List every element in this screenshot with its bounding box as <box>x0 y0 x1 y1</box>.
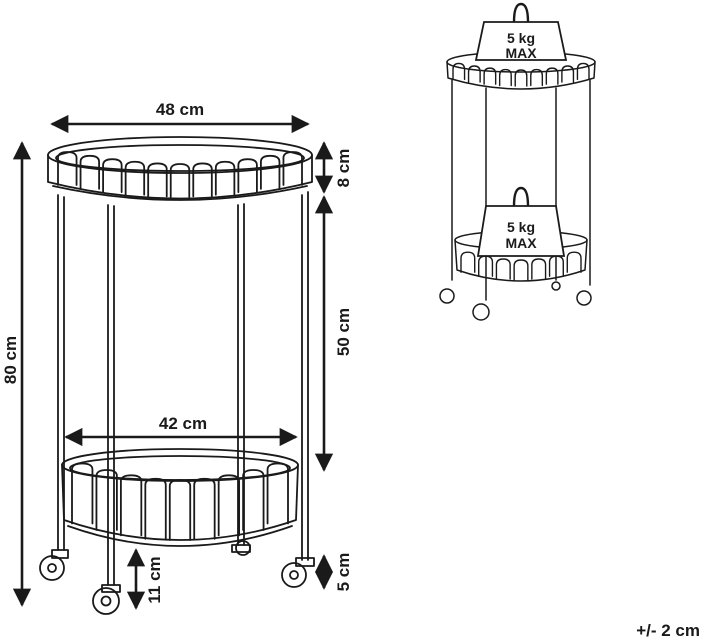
arch-pattern-segment <box>498 68 512 87</box>
arch-pattern-segment <box>282 151 303 186</box>
weight-top-max: MAX <box>505 45 537 61</box>
arch-pattern-segment <box>124 160 146 196</box>
load-caster-left <box>439 288 455 304</box>
weight-top-amount: 5 kg <box>507 30 535 46</box>
label-total-height: 80 cm <box>1 336 20 384</box>
caster-back <box>231 540 251 556</box>
weight-bottom-amount: 5 kg <box>507 219 535 235</box>
dimension-lines <box>12 114 334 610</box>
arch-pattern-segment <box>57 151 78 186</box>
bottom-tray-arches <box>71 462 289 541</box>
arch-pattern-segment <box>119 474 143 537</box>
load-top-arches <box>452 62 590 87</box>
arch-pattern-segment <box>95 469 118 531</box>
arch-pattern-segment <box>102 158 123 194</box>
load-caster-right <box>576 290 592 306</box>
load-top-tray-side <box>446 61 596 90</box>
arch-pattern-segment <box>217 474 241 537</box>
weight-bottom-max: MAX <box>505 235 537 251</box>
arch-pattern-segment <box>460 251 476 273</box>
arch-pattern-segment <box>531 258 547 280</box>
load-bottom-tray-side <box>454 239 588 282</box>
load-caster-middle <box>472 303 490 321</box>
caster-front-left <box>39 549 69 581</box>
arch-pattern-segment <box>192 162 213 198</box>
label-wheel-height: 5 cm <box>334 553 353 592</box>
arch-pattern-segment <box>266 462 289 525</box>
caster-right <box>281 557 315 588</box>
load-cart-drawing <box>439 51 596 321</box>
label-rim-height: 8 cm <box>334 149 353 188</box>
label-top-width: 48 cm <box>156 100 204 119</box>
arch-pattern-segment <box>169 163 191 198</box>
arch-pattern-segment <box>514 69 528 87</box>
top-tray-arches <box>57 151 303 198</box>
arch-pattern-segment <box>452 62 466 81</box>
arch-pattern-segment <box>168 479 192 541</box>
top-tray-rim <box>47 136 313 174</box>
arch-pattern-segment <box>467 65 481 83</box>
arch-pattern-segment <box>530 68 544 87</box>
load-bottom-arches <box>460 251 582 281</box>
caster-front-middle <box>92 584 121 615</box>
top-tray-base <box>52 185 308 201</box>
arch-pattern-segment <box>483 67 497 85</box>
top-tray-side <box>47 154 313 200</box>
label-bottom-width: 42 cm <box>159 414 207 433</box>
weight-icon-bottom <box>476 186 566 257</box>
arch-pattern-segment <box>513 259 529 281</box>
arch-pattern-segment <box>260 154 281 190</box>
arch-pattern-segment <box>495 258 511 280</box>
bottom-tray-base <box>67 525 293 547</box>
arch-pattern-segment <box>193 477 216 540</box>
tolerance-note: +/- 2 cm <box>636 621 700 640</box>
arch-pattern-segment <box>237 158 258 194</box>
main-cart-drawing <box>39 136 315 615</box>
arch-pattern-segment <box>214 160 236 196</box>
load-caster-back <box>551 281 561 291</box>
arch-pattern-segment <box>71 462 94 525</box>
arch-pattern-segment <box>79 154 100 190</box>
top-tray-inner <box>55 144 305 172</box>
label-shelf-clearance: 11 cm <box>145 556 164 603</box>
bottom-tray-side <box>61 464 299 541</box>
arch-pattern-segment <box>242 469 265 531</box>
bottom-tray-inner <box>69 455 291 481</box>
arch-pattern-segment <box>147 162 168 198</box>
arch-pattern-segment <box>545 67 559 85</box>
arch-pattern-segment <box>576 62 590 81</box>
arch-pattern-segment <box>144 477 167 540</box>
label-shelf-gap: 50 cm <box>334 308 353 356</box>
weight-icon-top <box>474 2 568 61</box>
arch-pattern-segment <box>566 251 582 273</box>
arch-pattern-segment <box>561 65 575 83</box>
